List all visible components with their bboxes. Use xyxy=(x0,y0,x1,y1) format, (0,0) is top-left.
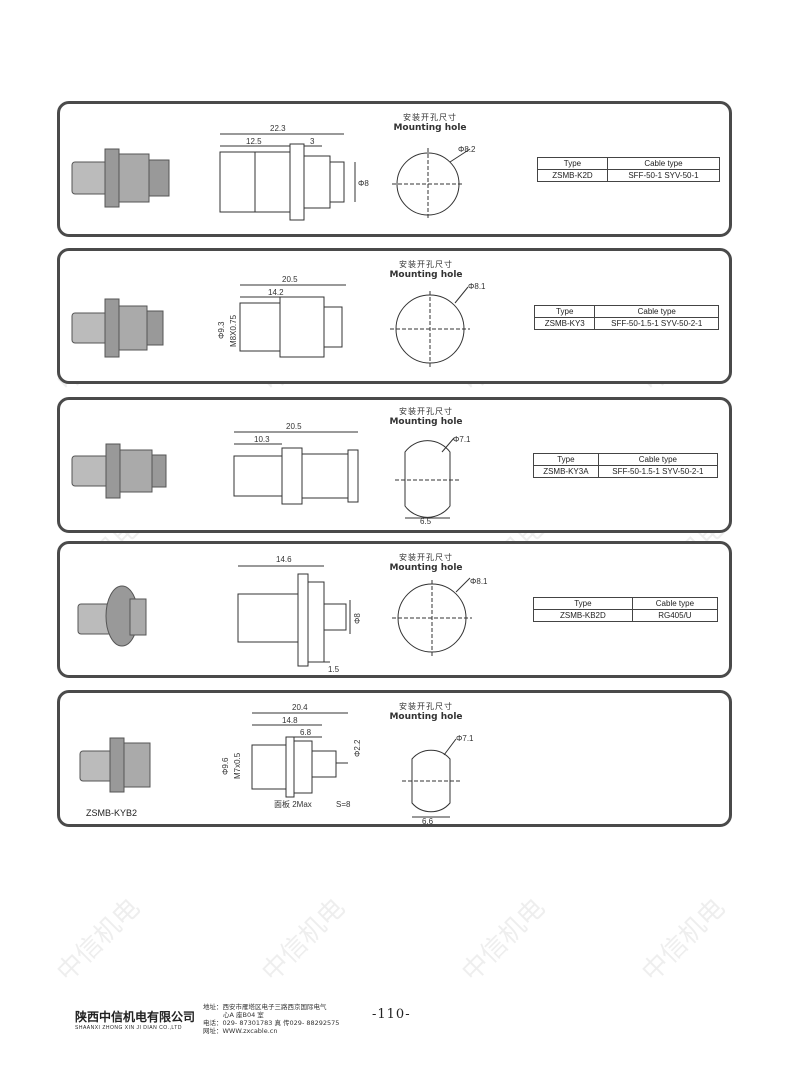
dim-small: 6.8 xyxy=(300,728,312,737)
company-name-en: SHAANXI ZHONG XIN JI DIAN CO.,LTD xyxy=(75,1025,182,1031)
type-header: Type xyxy=(533,453,599,466)
page-footer: 陕西中信机电有限公司 SHAANXI ZHONG XIN JI DIAN CO.… xyxy=(75,1003,735,1043)
dim-body: 10.3 xyxy=(254,435,270,444)
dim-hole: Φ8.1 xyxy=(470,577,488,586)
watermark: 中信机电 xyxy=(456,892,552,988)
dim-thread: M8X0.75 xyxy=(229,314,238,347)
model-label: ZSMB-KYB2 xyxy=(86,808,138,818)
page-number: -110- xyxy=(372,1007,411,1022)
product-panel-ky3: 20.5 14.2 Φ9.3 M8X0.75 Φ8.1 安装开孔尺寸 Mount… xyxy=(57,248,732,384)
dim-hole: Φ7.1 xyxy=(453,435,471,444)
contact-info: 地址：西安市雁塔区电子三路西京国际电气 心A 座B04 室 电话：029- 87… xyxy=(203,1003,339,1035)
cable-header: Cable type xyxy=(597,453,719,466)
dim-thickness: 1.5 xyxy=(328,665,340,674)
product-panel-k2d: 22.3 12.5 3 Φ8 Φ8.2 安装开孔尺寸 Mounting hole… xyxy=(57,101,732,237)
cable-cell: SFF-50-1.5-1 SYV-50-2-1 xyxy=(597,465,719,478)
model-cell: ZSMB-KB2D xyxy=(533,609,633,622)
dim-diameter: Φ9.6 xyxy=(221,757,230,775)
dim-overall: 22.3 xyxy=(270,124,286,133)
dim-hole: Φ8.2 xyxy=(458,145,476,154)
product-panel-ky3a: 20.5 10.3 Φ7.1 6.5 安装开孔尺寸 Mounting hole … xyxy=(57,397,732,533)
dim-body: 14.2 xyxy=(268,288,284,297)
connector-photo xyxy=(71,443,167,499)
dim-pin: Φ2.2 xyxy=(353,739,362,757)
dim-flat: 6.5 xyxy=(420,517,432,526)
cable-header: Cable type xyxy=(594,305,719,318)
model-cell: ZSMB-K2D xyxy=(537,169,608,182)
side-view xyxy=(251,712,460,818)
address-line-2: 心A 座B04 室 xyxy=(223,1011,264,1019)
dim-overall: 20.5 xyxy=(282,275,298,284)
connector-photo xyxy=(71,148,170,208)
dim-flat: 6.6 xyxy=(422,817,434,826)
cable-header: Cable type xyxy=(606,157,721,170)
type-header: Type xyxy=(533,305,596,318)
connector-drawing: 22.3 12.5 3 Φ8 Φ8.2 xyxy=(71,124,476,221)
dim-s: S=8 xyxy=(336,800,351,809)
company-name-zh: 陕西中信机电有限公司 xyxy=(75,1010,196,1024)
watermark: 中信机电 xyxy=(636,892,732,988)
dim-diameter: Φ8 xyxy=(358,179,369,188)
connector-drawing: 20.4 14.8 6.8 Φ9.6 M7x0.5 Φ2.2 面板 2Max S… xyxy=(79,703,474,826)
cable-cell: RG405/U xyxy=(631,609,719,622)
web-line: 网址：WWW.zxcable.cn xyxy=(203,1027,278,1035)
product-panel-kb2d: 14.6 Φ8 1.5 Φ8.1 安装开孔尺寸 Mounting hole Ty… xyxy=(57,541,732,678)
side-view xyxy=(233,431,460,519)
connector-drawing: 14.6 Φ8 1.5 Φ8.1 xyxy=(77,555,488,674)
side-view xyxy=(237,565,472,667)
connector-photo xyxy=(79,737,151,793)
mounting-hole-title: 安装开孔尺寸 Mounting hole xyxy=(389,702,463,722)
dim-gap: 3 xyxy=(310,137,315,146)
type-header: Type xyxy=(533,597,633,610)
mounting-hole-title: 安装开孔尺寸 Mounting hole xyxy=(389,407,463,427)
cable-header: Cable type xyxy=(631,597,719,610)
product-panel-kyb2: 20.4 14.8 6.8 Φ9.6 M7x0.5 Φ2.2 面板 2Max S… xyxy=(57,690,732,827)
dim-hole: Φ7.1 xyxy=(456,734,474,743)
connector-drawing: 20.5 14.2 Φ9.3 M8X0.75 Φ8.1 xyxy=(71,275,486,367)
side-view xyxy=(239,284,470,367)
dim-panel: 面板 2Max xyxy=(274,799,312,809)
dim-overall: 20.4 xyxy=(292,703,308,712)
dim-body: 12.5 xyxy=(246,137,262,146)
mounting-hole-title: 安装开孔尺寸 Mounting hole xyxy=(389,553,463,573)
dim-diameter: Φ9.3 xyxy=(217,321,226,339)
type-header: Type xyxy=(537,157,608,170)
dim-diameter: Φ8 xyxy=(353,613,362,624)
watermark: 中信机电 xyxy=(51,892,147,988)
phone-line: 电话：029- 87301783 真 传029- 88292575 xyxy=(203,1019,340,1027)
mounting-hole-title: 安装开孔尺寸 Mounting hole xyxy=(389,260,463,280)
mounting-hole-title: 安装开孔尺寸 Mounting hole xyxy=(393,113,467,133)
address-line: 地址：西安市雁塔区电子三路西京国际电气 xyxy=(203,1003,327,1011)
cable-cell: SFF-50-1.5-1 SYV-50-2-1 xyxy=(594,317,719,330)
dim-hole: Φ8.1 xyxy=(468,282,486,291)
dim-thread: M7x0.5 xyxy=(233,752,242,779)
model-cell: ZSMB-KY3A xyxy=(533,465,599,478)
side-view xyxy=(219,133,471,221)
dim-overall: 20.5 xyxy=(286,422,302,431)
model-cell: ZSMB-KY3 xyxy=(533,317,596,330)
watermark: 中信机电 xyxy=(256,892,352,988)
connector-photo xyxy=(77,585,147,647)
cable-cell: SFF-50-1 SYV-50-1 xyxy=(606,169,721,182)
dim-mid: 14.8 xyxy=(282,716,298,725)
dim-overall: 14.6 xyxy=(276,555,292,564)
connector-photo xyxy=(71,298,164,358)
connector-drawing: 20.5 10.3 Φ7.1 6.5 xyxy=(71,422,471,526)
